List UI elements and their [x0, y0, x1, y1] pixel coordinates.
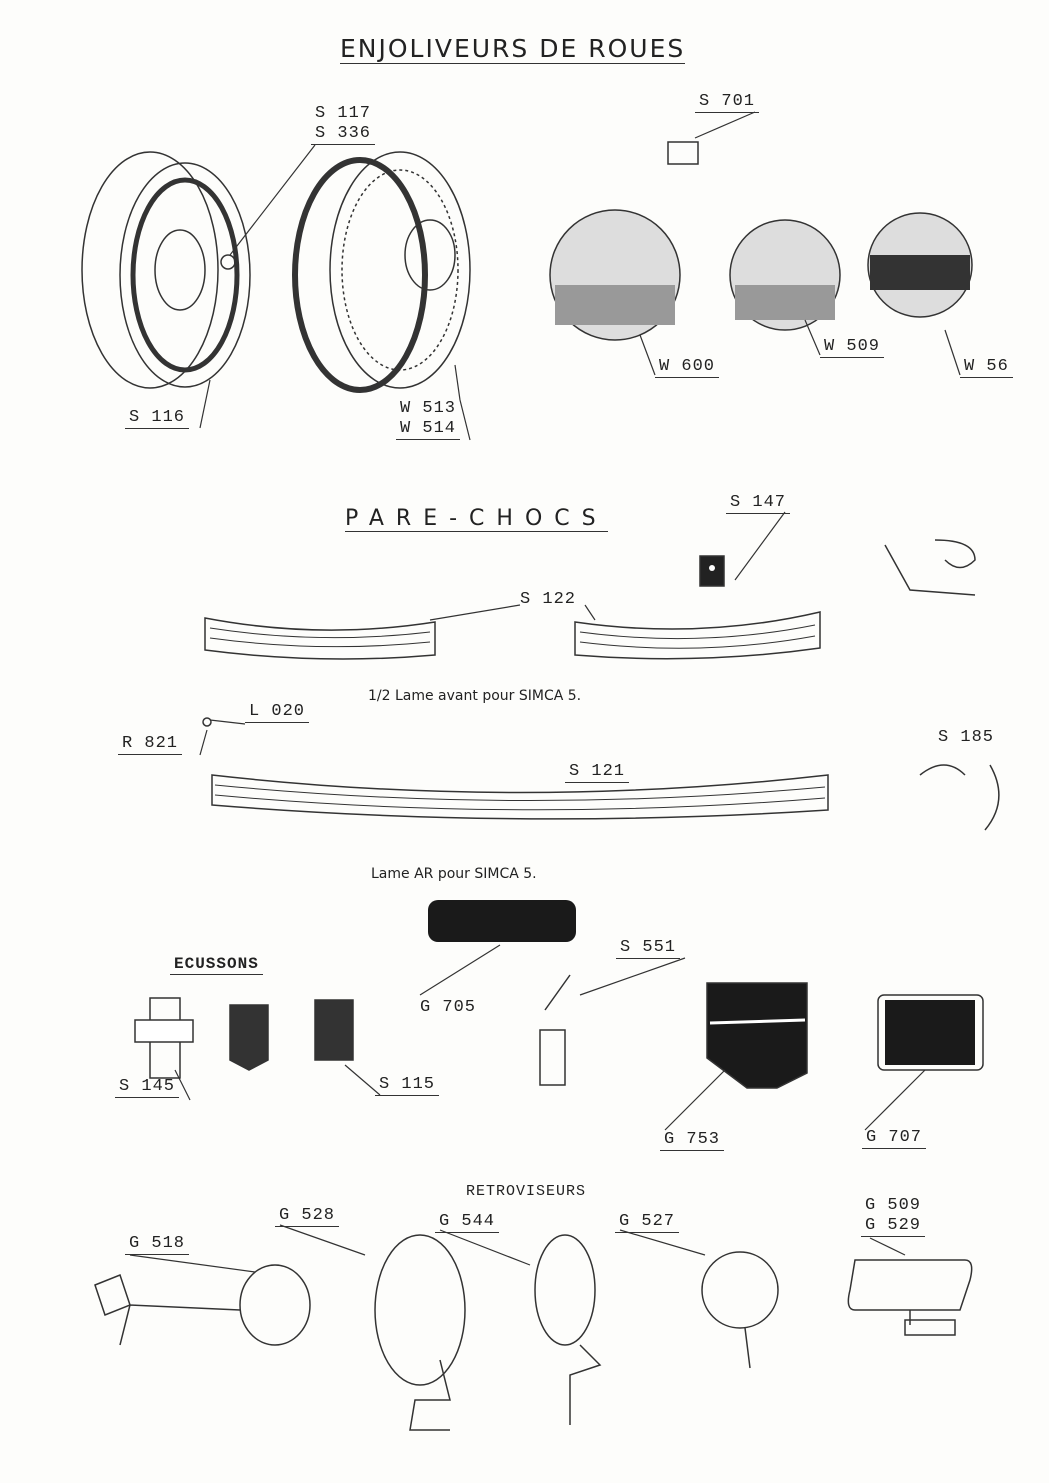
part-label: S 115 [375, 1075, 440, 1096]
part-label: W 509 [820, 337, 885, 358]
part-label: S 701 [695, 92, 760, 113]
part-label: G 527 [615, 1212, 680, 1233]
caption-front-blade: 1/2 Lame avant pour SIMCA 5. [368, 688, 582, 704]
part-label: G 528 [275, 1206, 340, 1227]
part-label: G 509 [865, 1196, 922, 1215]
wire-wheel-illustration [292, 151, 471, 393]
part-label: S 116 [125, 408, 190, 429]
badges-and-mats-illustrations [134, 900, 984, 1089]
mirror-illustrations [94, 1234, 973, 1431]
part-label: W 513 [400, 399, 457, 418]
part-label: R 821 [118, 734, 183, 755]
part-label: S 185 [938, 728, 995, 747]
bumper-illustrations [202, 539, 1000, 831]
part-label: G 544 [435, 1212, 500, 1233]
part-label: G 529 [861, 1216, 926, 1237]
part-label: S 551 [616, 938, 681, 959]
section-title-mirrors: RETROVISEURS [466, 1183, 587, 1200]
part-label: W 514 [396, 419, 461, 440]
part-label: G 707 [862, 1128, 927, 1149]
part-label: W 56 [960, 357, 1013, 378]
part-label: S 122 [520, 590, 577, 609]
hubcaps-illustration [549, 141, 973, 341]
part-label: S 147 [726, 493, 791, 514]
part-label: G 753 [660, 1130, 725, 1151]
part-label: S 117 [315, 104, 372, 123]
part-label: S 336 [311, 124, 376, 145]
part-label: S 121 [565, 762, 630, 783]
section-title-wheel-covers: ENJOLIVEURS DE ROUES [340, 34, 686, 64]
part-label: S 145 [115, 1077, 180, 1098]
part-label: G 518 [125, 1234, 190, 1255]
part-label: G 705 [420, 998, 477, 1017]
steel-wheel-illustration [81, 151, 251, 389]
part-label: W 600 [655, 357, 720, 378]
section-title-badges: ECUSSONS [170, 955, 263, 975]
part-label: L 020 [245, 702, 310, 723]
caption-rear-blade: Lame AR pour SIMCA 5. [371, 866, 537, 882]
leader-lines [129, 111, 961, 1273]
section-title-bumpers: PARE-CHOCS [345, 506, 608, 532]
